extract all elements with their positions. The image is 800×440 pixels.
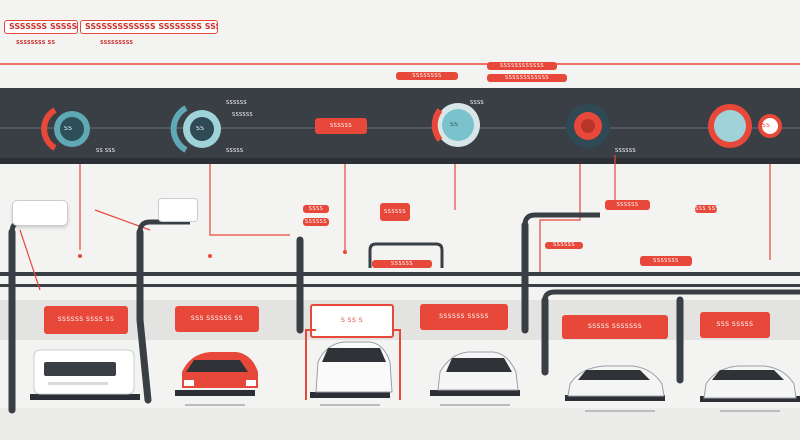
tag-6: SSSS [470, 100, 484, 106]
tag-2: SSSSSS [232, 112, 253, 118]
gauge-4-label: SS [450, 122, 459, 128]
mid-label-5: SSS SSS [695, 205, 717, 213]
sensor-3-label: SSSSSS [315, 118, 367, 134]
gauge-2-label: SS [196, 126, 205, 132]
station-6-label: SSS SSSSS [700, 312, 770, 338]
suv-car-icon [437, 351, 519, 391]
mid-label-3: SSSSSS [380, 203, 410, 221]
station-3-label: S SS S [310, 304, 394, 338]
lens-5-icon [566, 104, 610, 148]
gauge-2-icon [170, 105, 221, 153]
server-unit-icon [33, 349, 135, 395]
mid-label-2: SSSSSS [303, 218, 329, 226]
top-label-1: SSSSSSSS [396, 72, 458, 80]
sedan-car-2-icon [703, 365, 797, 399]
gauge-4-icon [431, 103, 480, 147]
top-label-2: SSSSSSSSSSSS [487, 62, 557, 70]
tag-5: SSSSSS [615, 148, 636, 154]
header-title-a: SSSSSSS SSSSSS [4, 20, 78, 34]
gauge-1-label: SS [64, 126, 73, 132]
node-dot [78, 254, 82, 258]
gauge-1-icon [41, 107, 90, 151]
station-4-label: SSSSSS SSSSS [420, 304, 508, 330]
node-dot [343, 250, 347, 254]
station-1-label: SSSSSS SSSS SS [44, 306, 128, 334]
header-subtitle-b: SSSSSSSSS [100, 40, 134, 46]
mid-label-4: SSSSSS [605, 200, 650, 210]
mid-label-8: SSSSSS [372, 260, 432, 268]
gauge-6-icon [708, 104, 782, 148]
mid-label-6: SSSSSSS [640, 256, 692, 266]
sedan-car-icon [567, 365, 665, 397]
station-2-label: SSS SSSSSS SS [175, 306, 259, 332]
scanner-device-icon [158, 198, 198, 222]
mid-label-1: SSSS [303, 205, 329, 213]
header-subtitle: SSSSSSSS SS [16, 40, 56, 46]
white-car-icon [305, 329, 401, 400]
node-dot [208, 254, 212, 258]
top-label-3: SSSSSSSSSSSS [487, 74, 567, 82]
header-title-b: SSSSSSSSSSSSS SSSSSSSS SSSSS [80, 20, 218, 34]
tag-3: SSSSS [226, 148, 244, 154]
mid-label-7: SSSSSS [545, 242, 583, 249]
red-car-icon [182, 352, 258, 388]
tag-4: SS SSS [96, 148, 116, 154]
gauge-6-label: SS [762, 123, 771, 129]
router-device-icon [12, 200, 68, 226]
tag-1: SSSSSS [226, 100, 247, 106]
station-5-label: SSSSS SSSSSSS [562, 315, 668, 339]
